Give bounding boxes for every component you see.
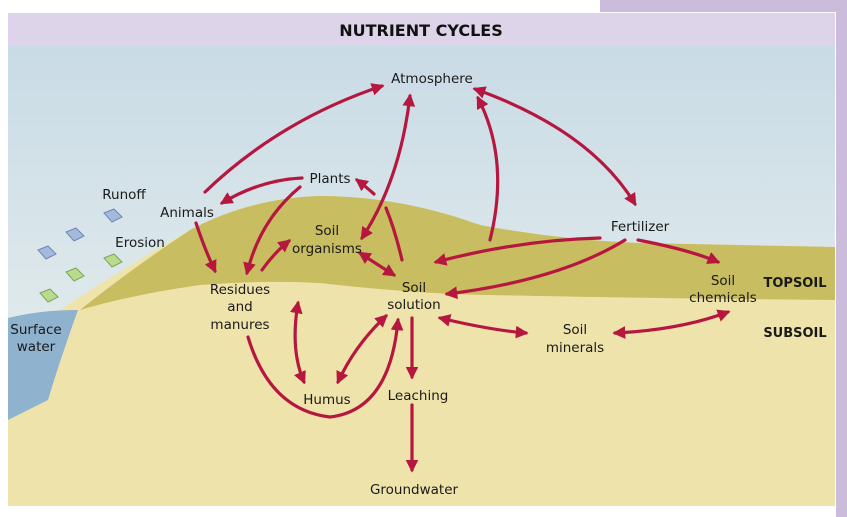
erosion-label: Erosion (115, 235, 165, 251)
soil-solution-label-line2: solution (387, 297, 440, 313)
soil-organisms-label-line2: organisms (292, 241, 362, 257)
soil-chemicals-label-line1: Soil (711, 273, 735, 289)
soil-chemicals-label-line2: chemicals (689, 290, 757, 306)
surface-water-label-line2: water (17, 339, 56, 355)
groundwater-label: Groundwater (370, 482, 459, 498)
residues-label-line2: and (227, 299, 252, 315)
residues-label-line1: Residues (210, 282, 270, 298)
fertilizer-label: Fertilizer (611, 219, 670, 235)
runoff-label: Runoff (102, 187, 146, 203)
humus-label: Humus (303, 392, 350, 408)
residues-label-line3: manures (210, 317, 269, 333)
soil-organisms-label-line1: Soil (315, 223, 339, 239)
frame-right-edge (836, 0, 847, 517)
soil-minerals-label-line2: minerals (546, 340, 604, 356)
frame-tab (600, 0, 847, 12)
diagram-title: NUTRIENT CYCLES (339, 21, 503, 40)
topsoil-label: TOPSOIL (764, 276, 827, 291)
soil-minerals-label-line1: Soil (563, 322, 587, 338)
atmosphere-label: Atmosphere (391, 71, 473, 87)
plants-label: Plants (309, 171, 350, 187)
subsoil-label: SUBSOIL (763, 326, 826, 341)
animals-label: Animals (160, 205, 214, 221)
surface-water-label-line1: Surface (10, 322, 61, 338)
leaching-label: Leaching (388, 388, 449, 404)
soil-solution-label-line1: Soil (402, 280, 426, 296)
